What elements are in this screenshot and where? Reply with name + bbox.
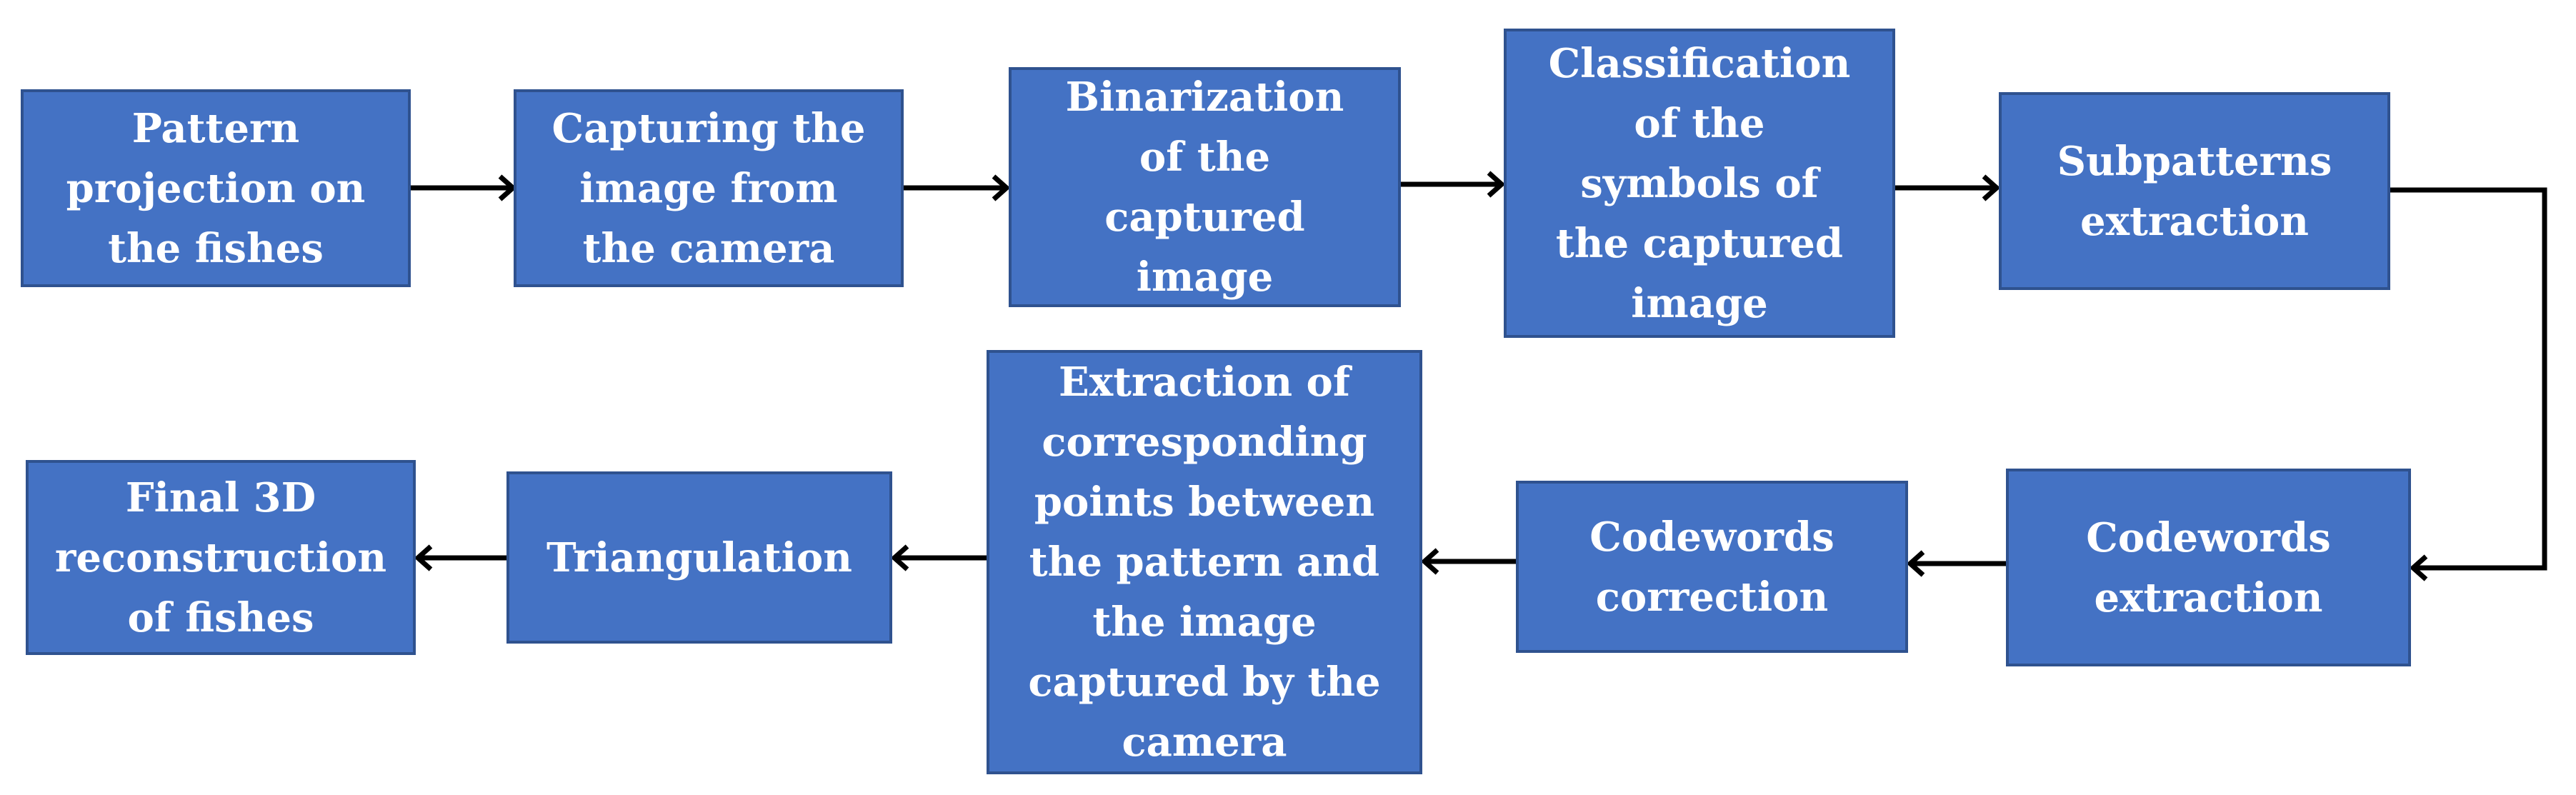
step-subpatterns-extraction: Subpatterns extraction: [1999, 92, 2390, 290]
step-binarization: Binarization of the captured image: [1009, 67, 1401, 307]
step-label: Pattern projection on the fishes: [66, 104, 366, 272]
arrowhead-s2: [498, 174, 517, 201]
arrowhead-s10: [414, 544, 433, 571]
arrowhead-s3: [992, 174, 1011, 201]
step-pattern-projection: Pattern projection on the fishes: [21, 89, 411, 287]
step-label: Final 3D reconstruction of fishes: [54, 474, 387, 641]
step-label: Codewords correction: [1589, 513, 1834, 621]
arrow-s5-to-s6: [2390, 187, 2547, 571]
step-triangulation: Triangulation: [506, 471, 892, 644]
arrowhead-s5: [1982, 174, 2001, 201]
arrowhead-s8: [1420, 548, 1439, 575]
step-symbol-classification: Classification of the symbols of the cap…: [1504, 29, 1895, 338]
step-label: Codewords extraction: [2086, 514, 2331, 621]
step-label: Subpatterns extraction: [2057, 137, 2332, 245]
step-codewords-correction: Codewords correction: [1516, 481, 1908, 653]
step-label: Binarization of the captured image: [1065, 74, 1344, 301]
step-capturing-image: Capturing the image from the camera: [514, 89, 904, 287]
step-label: Triangulation: [546, 534, 852, 581]
step-label: Classification of the symbols of the cap…: [1548, 39, 1851, 327]
arrowhead-s4: [1487, 171, 1506, 198]
step-codewords-extraction: Codewords extraction: [2006, 469, 2411, 666]
step-final-3d-reconstruction: Final 3D reconstruction of fishes: [26, 460, 416, 655]
step-label: Capturing the image from the camera: [551, 104, 866, 272]
arrowhead-s7: [1906, 550, 1925, 577]
step-label: Extraction of corresponding points betwe…: [1028, 359, 1381, 766]
arrowhead-s9: [890, 544, 909, 571]
step-corresponding-points-extraction: Extraction of corresponding points betwe…: [987, 350, 1422, 774]
arrowhead-s6: [2409, 554, 2428, 581]
